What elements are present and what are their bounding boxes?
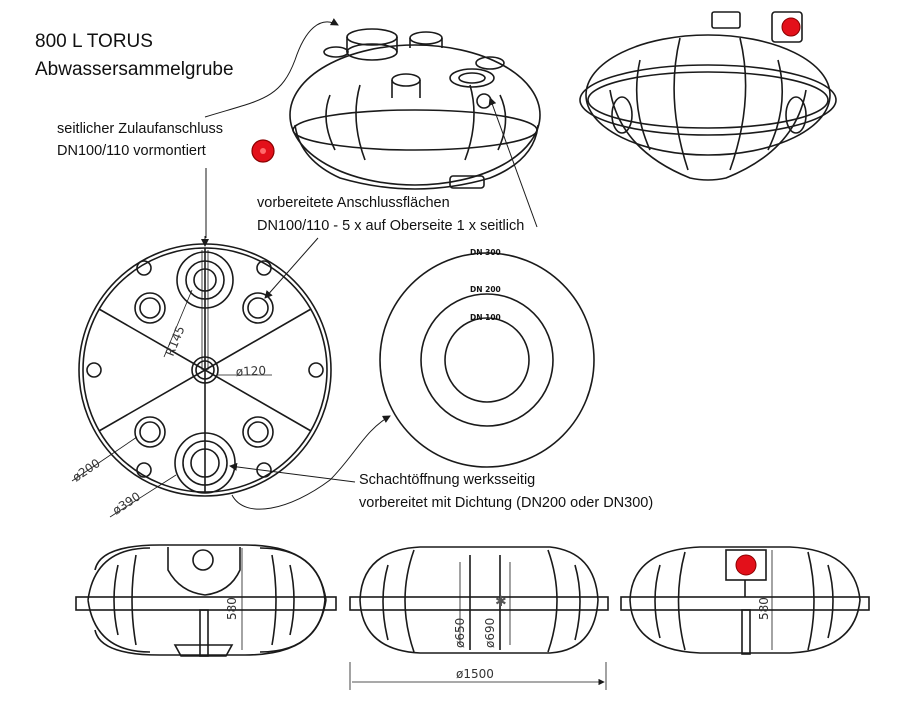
leader-prepared-top xyxy=(488,97,538,228)
inlet-marker-legend xyxy=(251,139,275,163)
leader-shaft xyxy=(229,462,356,483)
side-inlet-label-1: seitlicher Zulaufanschluss xyxy=(57,121,224,137)
prepared-connections-label-2: DN100/110 - 5 x auf Oberseite 1 x seitli… xyxy=(257,218,525,234)
dim-dn300: DN 300 xyxy=(470,248,501,257)
red-inlet-icon-side xyxy=(735,554,757,576)
plan-view xyxy=(78,243,332,497)
perspective-view-top xyxy=(289,28,541,190)
leader-prepared-plan xyxy=(264,237,319,299)
side-view-center xyxy=(349,546,609,654)
leader-title xyxy=(204,18,339,118)
perspective-view-side xyxy=(579,11,837,181)
side-view-left xyxy=(75,544,337,657)
dim-dia-690: ø690 xyxy=(483,618,497,648)
red-inlet-icon-perspective xyxy=(781,17,801,37)
prepared-connections-label-1: vorbereitete Anschlussflächen xyxy=(257,195,450,211)
title-line-1: 800 L TORUS xyxy=(35,31,153,52)
dim-dn100: DN 100 xyxy=(470,313,501,322)
shaft-opening-label-1: Schachtöffnung werksseitig xyxy=(359,472,536,488)
side-view-right xyxy=(620,546,870,655)
dim-height-580-a: 580 xyxy=(225,597,239,620)
title-line-2: Abwassersammelgrube xyxy=(35,59,234,80)
shaft-opening-label-2: vorbereitet mit Dichtung (DN200 oder DN3… xyxy=(359,495,654,511)
dim-dia-120: ø120 xyxy=(235,363,266,379)
dim-dia-1500: ø1500 xyxy=(456,667,494,681)
dim-dia-200: ø200 xyxy=(70,456,103,485)
radius-line xyxy=(163,289,193,358)
dim-radius: R145 xyxy=(163,324,188,358)
dim-dn200: DN 200 xyxy=(470,285,501,294)
dim-height-580-b: 580 xyxy=(757,597,771,620)
leader-dn-rings xyxy=(231,415,391,510)
side-inlet-label-2: DN100/110 vormontiert xyxy=(57,143,206,159)
dim-dia-390: ø390 xyxy=(110,489,143,517)
dn-rings-view xyxy=(379,252,595,468)
center-mark-icon: ✱ xyxy=(495,594,507,610)
dim-dia-650: ø650 xyxy=(453,618,467,648)
